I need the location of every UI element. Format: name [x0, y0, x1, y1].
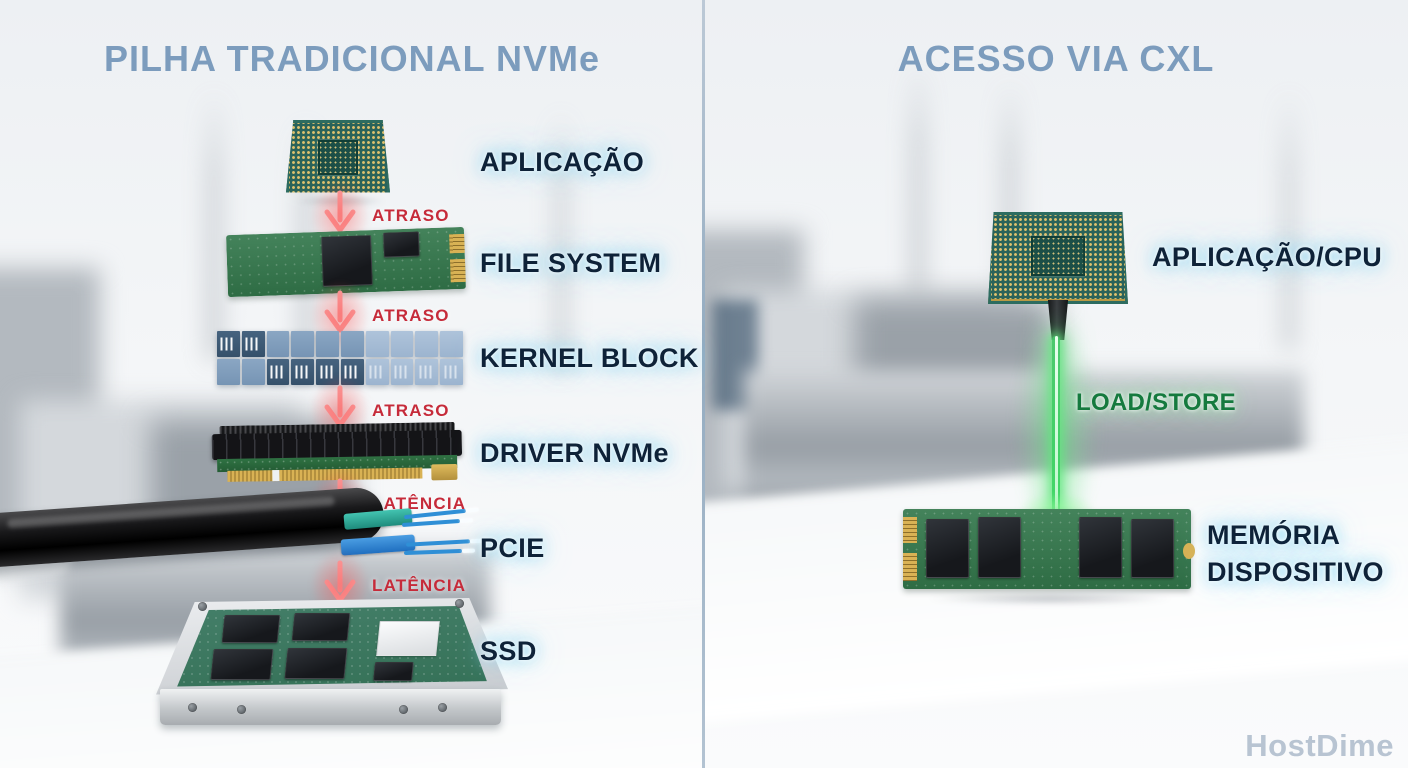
label-memoria-dispositivo: MEMÓRIA DISPOSITIVO [1207, 517, 1384, 591]
kernel-cell [415, 359, 439, 385]
memory-chip [1130, 518, 1174, 578]
kernel-cell [340, 359, 364, 385]
kernel-cell-bars [444, 365, 460, 379]
memory-shadow [925, 592, 1175, 605]
screw [455, 599, 465, 609]
hostdime-logo: HostDime [1245, 728, 1394, 763]
kernel-block-grid [217, 331, 463, 385]
fiber-tip [461, 548, 476, 553]
delay-label: LATÊNCIA [372, 576, 467, 595]
background-pole [556, 110, 566, 370]
cpu-chip-image [286, 120, 390, 193]
screw [398, 705, 408, 715]
riser-key-notch [272, 470, 280, 482]
ssd-case-front [159, 689, 501, 726]
kernel-cell [316, 331, 339, 357]
screw [236, 705, 246, 715]
nand-chip [284, 647, 348, 679]
nand-chip [210, 648, 274, 680]
delay-label: LATÊNCIA [372, 494, 467, 513]
nand-chip [321, 235, 373, 287]
screw [187, 702, 197, 712]
label-aplicacao-cpu: APLICAÇÃO/CPU [1152, 242, 1383, 272]
m2-connector [903, 553, 917, 581]
screw [198, 602, 208, 612]
nand-chip [221, 615, 281, 644]
kernel-cell-bars [295, 365, 311, 379]
kernel-cell [390, 359, 414, 385]
label-memoria-line2: DISPOSITIVO [1207, 557, 1384, 587]
kernel-cell [217, 359, 240, 385]
kernel-cell [241, 331, 265, 357]
m2-connector [449, 259, 466, 282]
cache-chip [373, 662, 414, 682]
ssd-image [156, 598, 508, 732]
kernel-cell [365, 331, 389, 357]
kernel-cell [291, 331, 315, 357]
mount-notch [1183, 542, 1195, 559]
kernel-cell [266, 359, 290, 385]
load-store-beam [1052, 336, 1060, 516]
right-panel-title: ACESSO VIA CXL [897, 38, 1215, 79]
kernel-cell [316, 359, 339, 385]
kernel-cell [217, 331, 240, 357]
kernel-cell-bars [394, 365, 410, 379]
cpu-chip-image [988, 212, 1128, 304]
nand-chip [291, 612, 352, 641]
label-kernel-block: KERNEL BLOCK [480, 343, 699, 373]
label-memoria-line1: MEMÓRIA [1207, 520, 1341, 550]
kernel-cell [415, 331, 439, 357]
delay-label: ATRASO [372, 306, 450, 325]
kernel-cell [365, 359, 389, 385]
label-load-store: LOAD/STORE [1076, 389, 1236, 416]
m2-connector [903, 517, 917, 543]
kernel-cell-bars [220, 337, 236, 351]
label-ssd: SSD [480, 636, 537, 666]
memory-chip [926, 518, 970, 578]
kernel-cell [291, 359, 315, 385]
memory-device-image [903, 509, 1195, 589]
kernel-cell [266, 331, 290, 357]
background-right [704, 0, 1408, 768]
label-pcie: PCIE [480, 533, 545, 563]
cpu-die [1031, 235, 1085, 277]
panel-divider [702, 0, 705, 768]
kernel-cell [241, 359, 265, 385]
memory-chip [977, 517, 1022, 578]
kernel-cell-bars [320, 365, 336, 379]
cpu-die [318, 140, 358, 175]
kernel-cell [340, 331, 364, 357]
memory-chip [1078, 517, 1122, 578]
screw [437, 702, 447, 712]
background-pole [208, 90, 220, 360]
kernel-cell-bars [419, 365, 435, 379]
cpu-plug [1047, 300, 1069, 340]
background-pole [912, 60, 924, 330]
delay-label: ATRASO [372, 401, 450, 420]
delay-label: ATRASO [372, 206, 450, 225]
kernel-cell-bars [344, 365, 360, 379]
controller-chip [375, 620, 440, 656]
m2-connector [449, 234, 465, 254]
label-driver-nvme: DRIVER NVMe [480, 438, 669, 468]
label-file-system: FILE SYSTEM [480, 248, 662, 278]
background-pole [1284, 90, 1294, 350]
kernel-cell-bars [270, 365, 286, 379]
controller-chip [383, 231, 420, 258]
kernel-cell-bars [245, 337, 261, 351]
kernel-cell [390, 331, 414, 357]
label-aplicacao: APLICAÇÃO [480, 147, 645, 177]
kernel-cell [440, 359, 463, 385]
left-panel-title: PILHA TRADICIONAL NVMe [103, 38, 600, 79]
kernel-cell-bars [369, 365, 385, 379]
kernel-cell [440, 331, 463, 357]
